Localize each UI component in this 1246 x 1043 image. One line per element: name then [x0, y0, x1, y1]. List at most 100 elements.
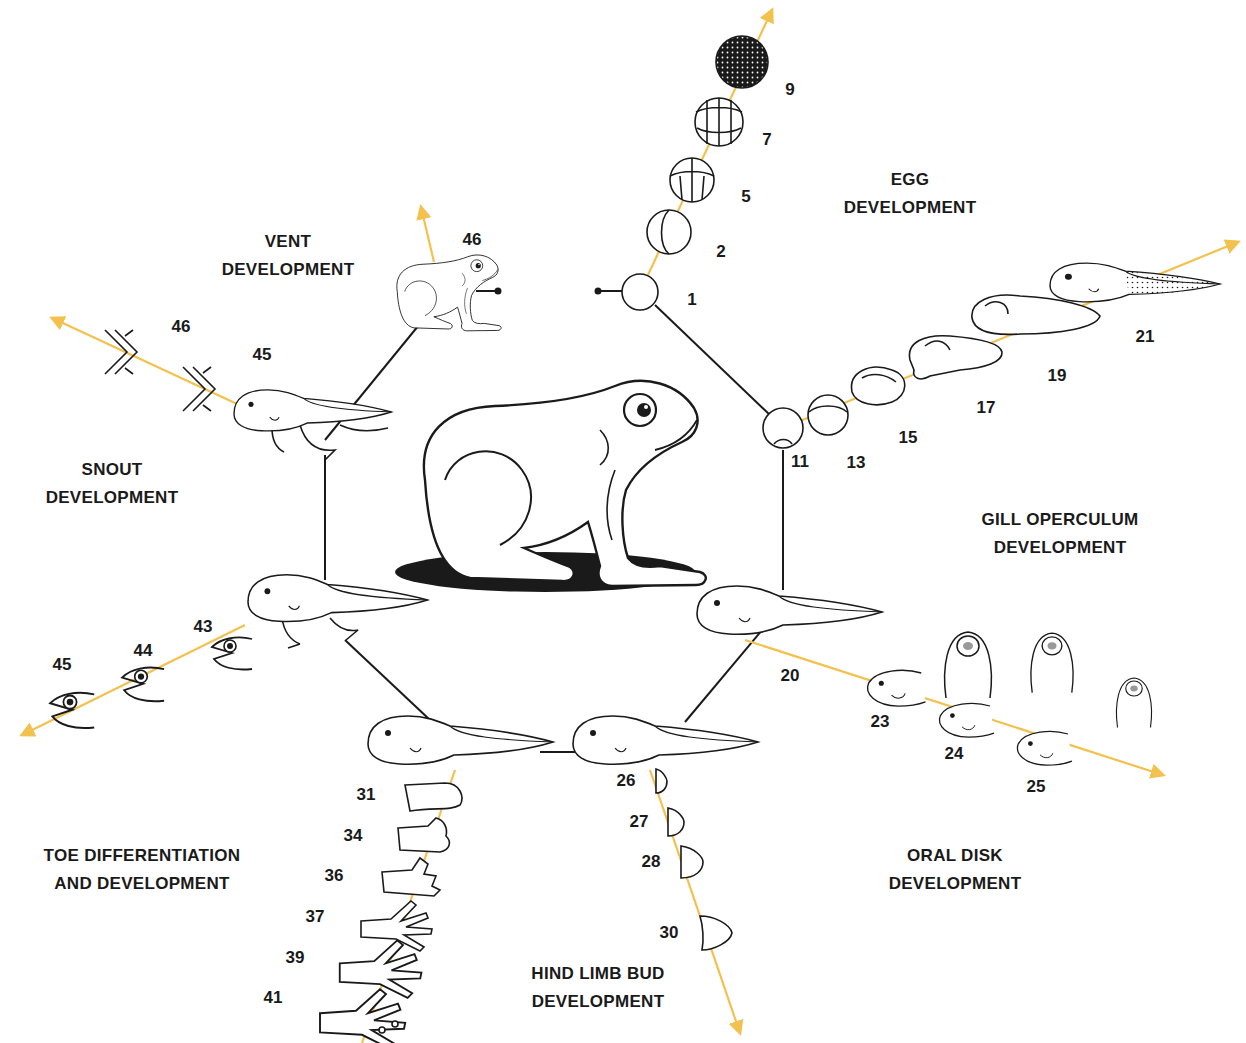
egg-stage	[696, 98, 742, 146]
tadpole	[1018, 732, 1072, 766]
tadpole	[340, 425, 388, 431]
cycle-frame	[345, 640, 430, 720]
stage-number: 46	[461, 229, 484, 251]
progression-arrow	[52, 318, 250, 410]
egg-stage	[647, 210, 691, 254]
stage-number: 1	[685, 289, 698, 311]
embryo-stage	[852, 367, 905, 405]
stage-number: 7	[760, 129, 773, 151]
cycle-frame	[596, 289, 601, 294]
tadpole	[697, 586, 1152, 765]
limb-bud	[681, 846, 703, 878]
stage-number: 45	[251, 344, 274, 366]
young-frog	[421, 207, 434, 262]
stage-number: 9	[783, 79, 796, 101]
embryo-stage	[909, 336, 1002, 379]
stage-number: 31	[355, 784, 378, 806]
egg-stage	[670, 158, 714, 202]
adult-frog	[424, 381, 706, 586]
section-heading: VENT DEVELOPMENT	[218, 228, 358, 284]
egg-stage	[622, 274, 658, 310]
stage-number: 28	[640, 851, 663, 873]
cycle-frame	[325, 320, 423, 440]
stage-number: 25	[1025, 776, 1048, 798]
cycle-frame	[598, 290, 622, 292]
stage-number: 17	[975, 397, 998, 419]
stage-number: 34	[342, 825, 365, 847]
tadpole	[248, 575, 427, 622]
adult-frog	[395, 381, 706, 592]
stage-number: 11	[789, 451, 811, 473]
stage-number: 24	[943, 743, 966, 765]
tadpole	[234, 390, 391, 431]
embryo-stage	[1125, 271, 1220, 295]
limb-bud	[656, 769, 732, 950]
tadpole	[50, 575, 427, 728]
section-heading: TOE DIFFERENTIATION AND DEVELOPMENT	[25, 842, 260, 898]
stage-number: 39	[284, 947, 307, 969]
stage-number: 2	[714, 241, 727, 263]
tadpole	[330, 618, 358, 640]
embryo-stage	[925, 341, 950, 350]
tadpole	[212, 637, 252, 669]
progression-arrow	[640, 10, 772, 292]
tadpole	[272, 428, 284, 452]
embryo-stage	[809, 406, 847, 412]
stage-number: 44	[132, 640, 155, 662]
embryo-stage	[763, 408, 803, 448]
foot-stage	[405, 783, 462, 811]
cycle-frame	[496, 289, 501, 294]
foot-stage	[320, 989, 405, 1043]
cycle-frame	[782, 450, 784, 590]
cycle-frame	[540, 751, 578, 753]
stage-number: 37	[304, 906, 327, 928]
limb-bud	[700, 916, 732, 950]
foot-stage	[398, 818, 449, 852]
tadpole	[1031, 633, 1073, 692]
tadpole	[945, 632, 992, 698]
stage-number: 43	[192, 616, 215, 638]
section-heading: GILL OPERCULUM DEVELOPMENT	[973, 506, 1148, 562]
egg-stage	[716, 36, 768, 88]
embryo-stage	[1050, 263, 1220, 302]
egg-stage	[695, 98, 743, 146]
stage-number: 5	[739, 186, 752, 208]
foot-stage	[379, 1027, 385, 1033]
stage-number: 21	[1134, 326, 1157, 348]
embryo-stage	[862, 375, 896, 382]
tadpole	[368, 716, 553, 764]
stage-number: 27	[628, 811, 651, 833]
foot-stage	[320, 783, 462, 1043]
tadpole	[697, 586, 882, 634]
progression-arrow	[22, 10, 1238, 1043]
tadpole	[368, 716, 758, 764]
stage-number: 13	[845, 452, 868, 474]
embryo-stage	[808, 395, 848, 435]
stage-number: 36	[323, 865, 346, 887]
tadpole	[573, 716, 758, 764]
stage-number: 46	[170, 316, 193, 338]
section-heading: HIND LIMB BUD DEVELOPMENT	[523, 960, 673, 1016]
progression-arrow	[22, 625, 245, 735]
tadpole	[50, 693, 94, 728]
tadpole	[105, 330, 391, 460]
young-frog	[397, 255, 501, 331]
progression-arrow	[783, 242, 1238, 428]
egg-stage	[662, 210, 670, 254]
embryo-stage	[985, 302, 1008, 314]
stage-number: 20	[779, 665, 802, 687]
tadpole	[183, 367, 215, 411]
egg-stage	[670, 158, 714, 202]
section-heading: EGG DEVELOPMENT	[840, 166, 980, 222]
stage-number: 26	[615, 770, 638, 792]
stage-number: 23	[869, 711, 892, 733]
embryo-stage	[774, 440, 792, 445]
stage-number: 19	[1046, 365, 1069, 387]
tadpole	[300, 425, 335, 460]
stage-number: 30	[658, 922, 681, 944]
limb-bud	[656, 769, 667, 793]
embryo-stage	[763, 263, 1220, 448]
section-heading: SNOUT DEVELOPMENT	[42, 456, 182, 512]
tadpole	[1116, 678, 1151, 728]
limb-bud	[668, 808, 684, 836]
